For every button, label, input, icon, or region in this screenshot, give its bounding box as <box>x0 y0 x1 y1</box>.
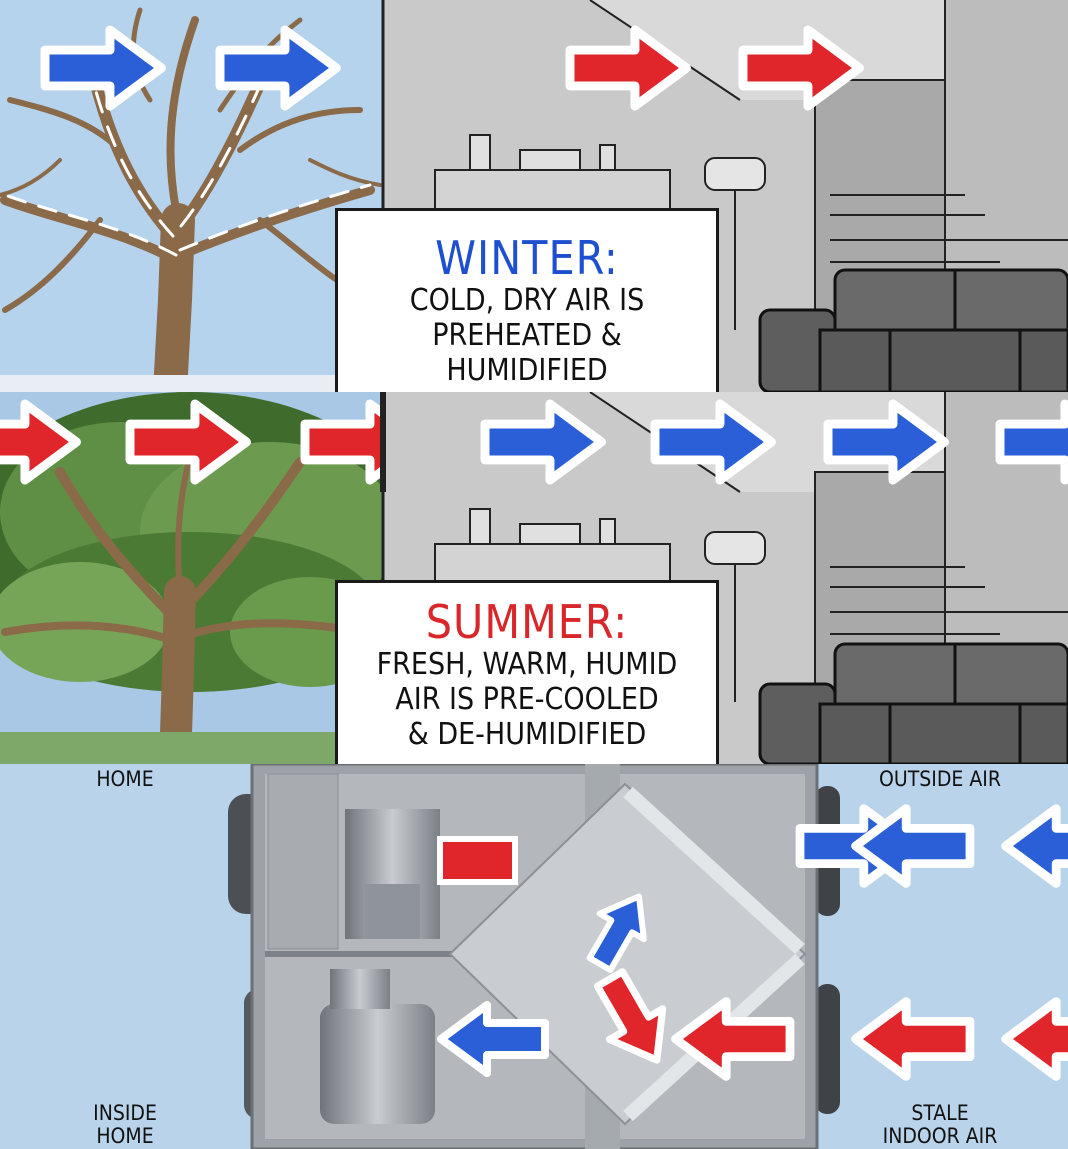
erv-unit-icon <box>228 764 840 1149</box>
bare-tree-icon <box>0 7 382 392</box>
label-outside-air: OUTSIDE AIR <box>879 767 1001 791</box>
winter-panel: WINTER: COLD, DRY AIR IS PREHEATED & HUM… <box>0 0 1068 392</box>
erv-panel: HOME OUTSIDE AIR INSIDE HOME STALE INDOO… <box>0 764 1068 1149</box>
summer-line-3: & DE-HUMIDIFIED <box>407 717 647 752</box>
summer-heading: SUMMER: <box>425 595 629 649</box>
winter-line-3: HUMIDIFIED <box>446 353 608 388</box>
wall-lamp-icon <box>704 531 766 702</box>
summer-line-2: AIR IS PRE-COOLED <box>395 682 659 717</box>
leafy-tree-icon <box>0 392 420 764</box>
sofa-icon <box>758 642 1068 764</box>
winter-heading: WINTER: <box>435 231 619 285</box>
summer-panel: SUMMER: FRESH, WARM, HUMID AIR IS PRE-CO… <box>0 392 1068 764</box>
shelf-decor <box>434 508 671 585</box>
winter-sign: WINTER: COLD, DRY AIR IS PREHEATED & HUM… <box>335 208 719 392</box>
warm-air-arrow <box>437 836 518 885</box>
summer-sign: SUMMER: FRESH, WARM, HUMID AIR IS PRE-CO… <box>335 580 719 764</box>
erv-diagram <box>0 764 1068 1149</box>
winter-line-1: COLD, DRY AIR IS <box>409 283 645 318</box>
label-inside-home: INSIDE HOME <box>93 1101 157 1148</box>
summer-line-1: FRESH, WARM, HUMID <box>376 647 678 682</box>
winter-line-2: PREHEATED & <box>432 318 622 353</box>
label-stale-indoor-air: STALE INDOOR AIR <box>882 1101 998 1148</box>
label-home: HOME <box>96 767 154 791</box>
wall-lamp-icon <box>704 157 766 330</box>
sofa-icon <box>758 268 1068 392</box>
shelf-decor <box>434 134 671 211</box>
